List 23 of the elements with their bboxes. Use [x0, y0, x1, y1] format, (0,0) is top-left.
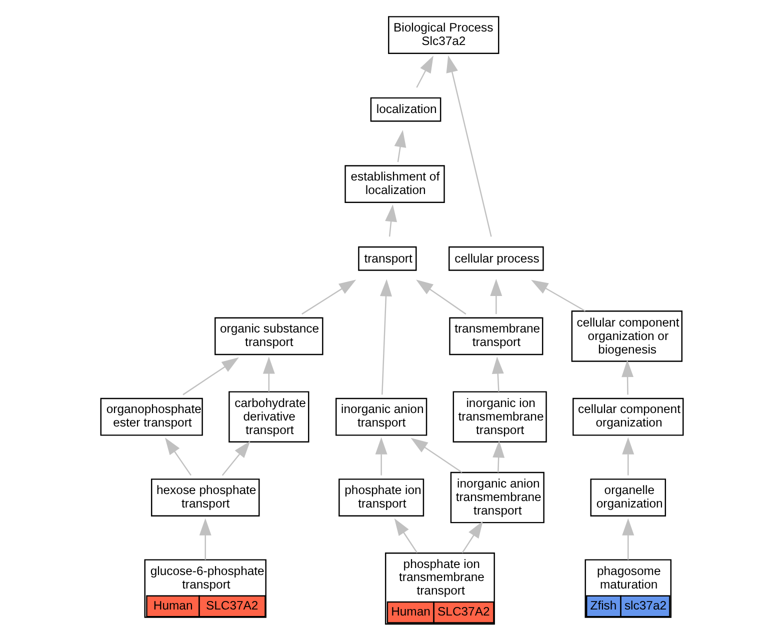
arrow [394, 130, 406, 162]
arrow [622, 518, 634, 560]
arrow [416, 56, 434, 88]
arrow [462, 521, 483, 554]
arrow [222, 441, 250, 476]
arrow [165, 438, 192, 476]
arrow [531, 280, 586, 312]
arrow [410, 438, 462, 473]
arrow [182, 357, 239, 396]
arrow [492, 356, 504, 392]
arrow [622, 360, 634, 395]
arrow [199, 518, 212, 560]
arrow [416, 280, 466, 315]
arrow [490, 278, 502, 314]
arrow [380, 279, 392, 395]
arrow [375, 437, 388, 476]
arrow [622, 437, 634, 476]
arrow [302, 280, 356, 315]
arrow [446, 55, 492, 237]
arrow [394, 518, 418, 554]
arrow [262, 356, 275, 392]
arrow [385, 204, 398, 237]
arrow [492, 440, 505, 472]
